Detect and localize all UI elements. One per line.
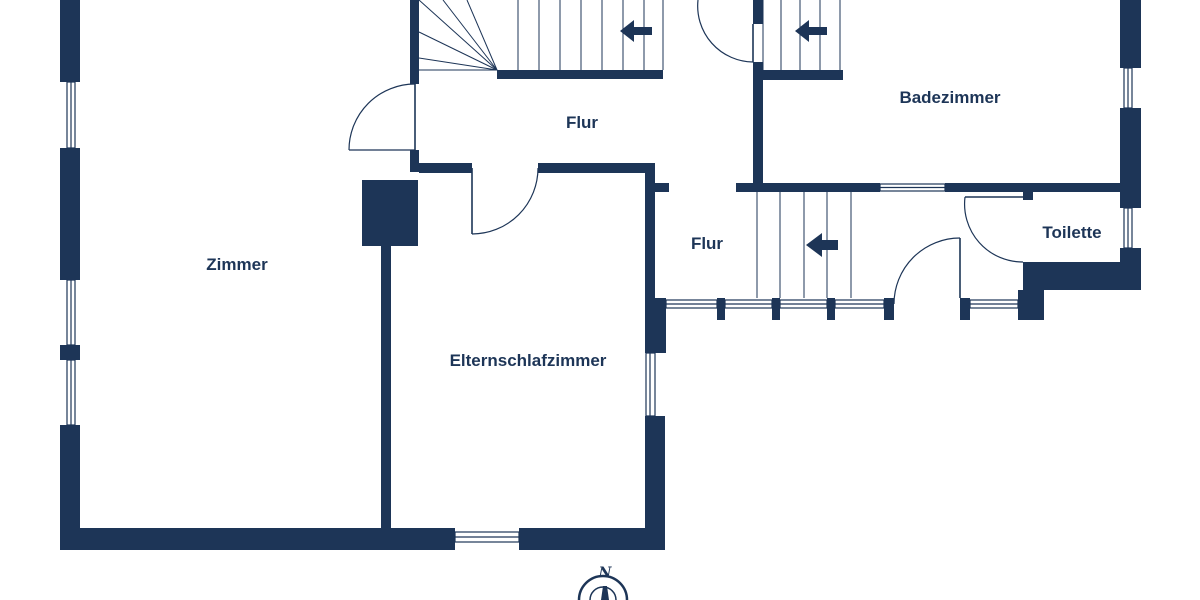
room-label-elternschlafzimmer: Elternschlafzimmer bbox=[450, 351, 607, 370]
lower-stair bbox=[756, 192, 852, 298]
room-label-badezimmer: Badezimmer bbox=[899, 88, 1000, 107]
room-label-zimmer: Zimmer bbox=[206, 255, 268, 274]
upper-left-stair bbox=[418, 0, 664, 71]
room-label-flur-lower: Flur bbox=[691, 234, 723, 253]
room-label-toilette: Toilette bbox=[1042, 223, 1101, 242]
stair-arrow-icon bbox=[795, 20, 827, 42]
room-label-flur-upper: Flur bbox=[566, 113, 598, 132]
stair-arrow-icon bbox=[806, 233, 838, 257]
walls bbox=[60, 0, 1141, 550]
windows bbox=[66, 67, 1133, 543]
compass-icon: N bbox=[577, 565, 629, 600]
stair-arrow-icon bbox=[620, 20, 652, 42]
compass-north-label: N bbox=[598, 565, 613, 581]
doors bbox=[348, 0, 1024, 305]
